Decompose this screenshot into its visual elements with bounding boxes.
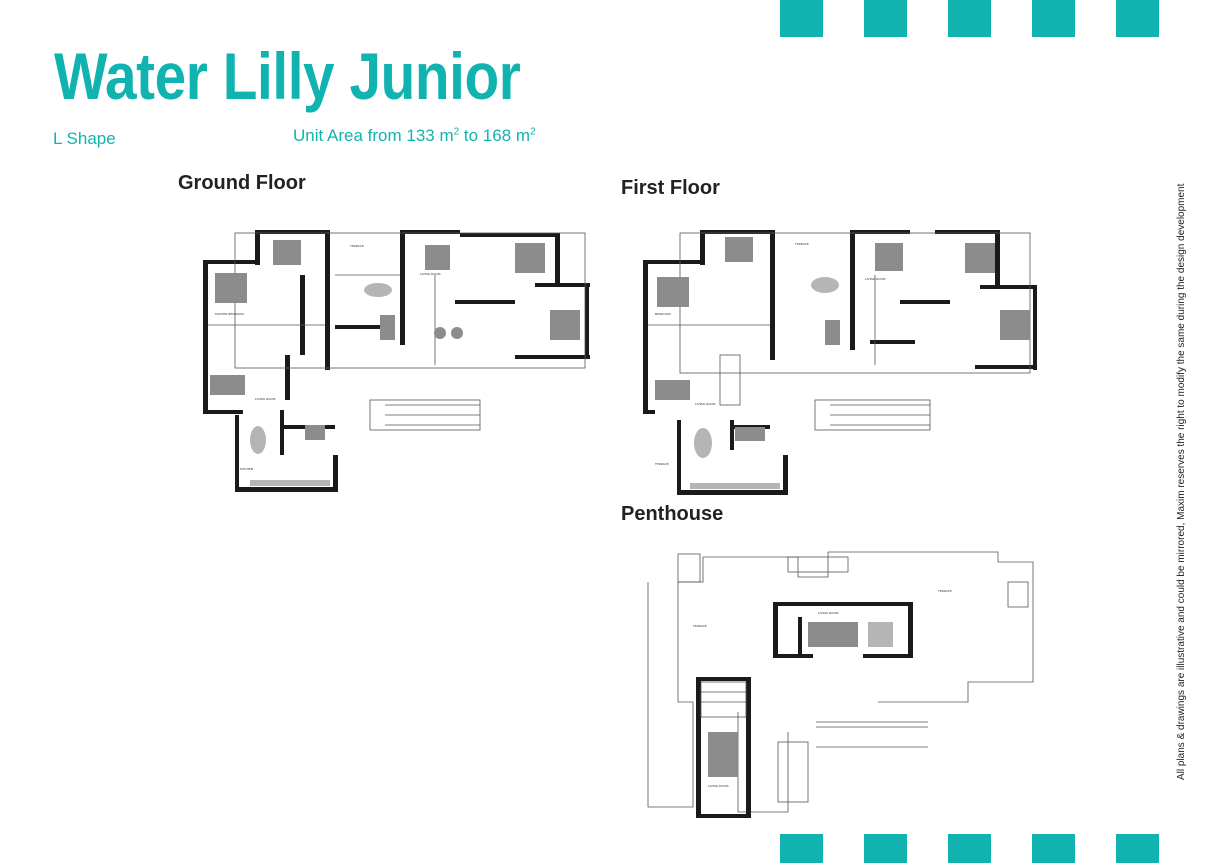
page-title: Water Lilly Junior <box>54 39 521 113</box>
svg-text:TERRACE: TERRACE <box>692 624 707 628</box>
svg-text:LIVING ROOM: LIVING ROOM <box>420 272 441 276</box>
floor-label-first: First Floor <box>621 177 720 199</box>
decor-square <box>1116 834 1159 863</box>
svg-text:LIVING ROOM: LIVING ROOM <box>255 397 276 401</box>
svg-text:MASTER BEDROOM: MASTER BEDROOM <box>215 312 244 316</box>
decor-square <box>1032 0 1075 37</box>
decor-square <box>780 0 823 37</box>
first-floor-plan: TERRACE BEDROOM TERRACE LIVING ROOM LIVI… <box>643 230 1037 495</box>
decor-square <box>1116 0 1159 37</box>
svg-text:TERRACE: TERRACE <box>937 589 952 593</box>
svg-text:TERRACE: TERRACE <box>349 244 364 248</box>
ground-floor-plan: TERRACE MASTER BEDROOM LIVING ROOM KITCH… <box>203 230 590 492</box>
svg-text:LIVING ROOM: LIVING ROOM <box>708 784 729 788</box>
floor-label-ground: Ground Floor <box>178 172 306 194</box>
svg-text:LIVING ROOM: LIVING ROOM <box>818 611 839 615</box>
decor-square <box>864 834 907 863</box>
decor-square <box>1032 834 1075 863</box>
disclaimer: All plans & drawings are illustrative an… <box>1176 183 1187 780</box>
floor-label-penthouse: Penthouse <box>621 503 724 525</box>
svg-text:TERRACE: TERRACE <box>794 242 809 246</box>
shape-label: L Shape <box>53 129 116 148</box>
decor-square <box>948 834 991 863</box>
penthouse-plan: TERRACE TERRACE LIVING ROOM LIVING ROOM <box>647 551 1034 818</box>
decor-square <box>948 0 991 37</box>
svg-text:BEDROOM: BEDROOM <box>655 312 671 316</box>
svg-text:LIVING ROOM: LIVING ROOM <box>865 277 886 281</box>
decor-square <box>780 834 823 863</box>
svg-text:LIVING ROOM: LIVING ROOM <box>695 402 716 406</box>
decor-square <box>864 0 907 37</box>
svg-text:TERRACE: TERRACE <box>654 462 669 466</box>
unit-area: Unit Area from 133 m2 to 168 m2 <box>293 126 536 145</box>
svg-text:KITCHEN: KITCHEN <box>240 467 253 471</box>
